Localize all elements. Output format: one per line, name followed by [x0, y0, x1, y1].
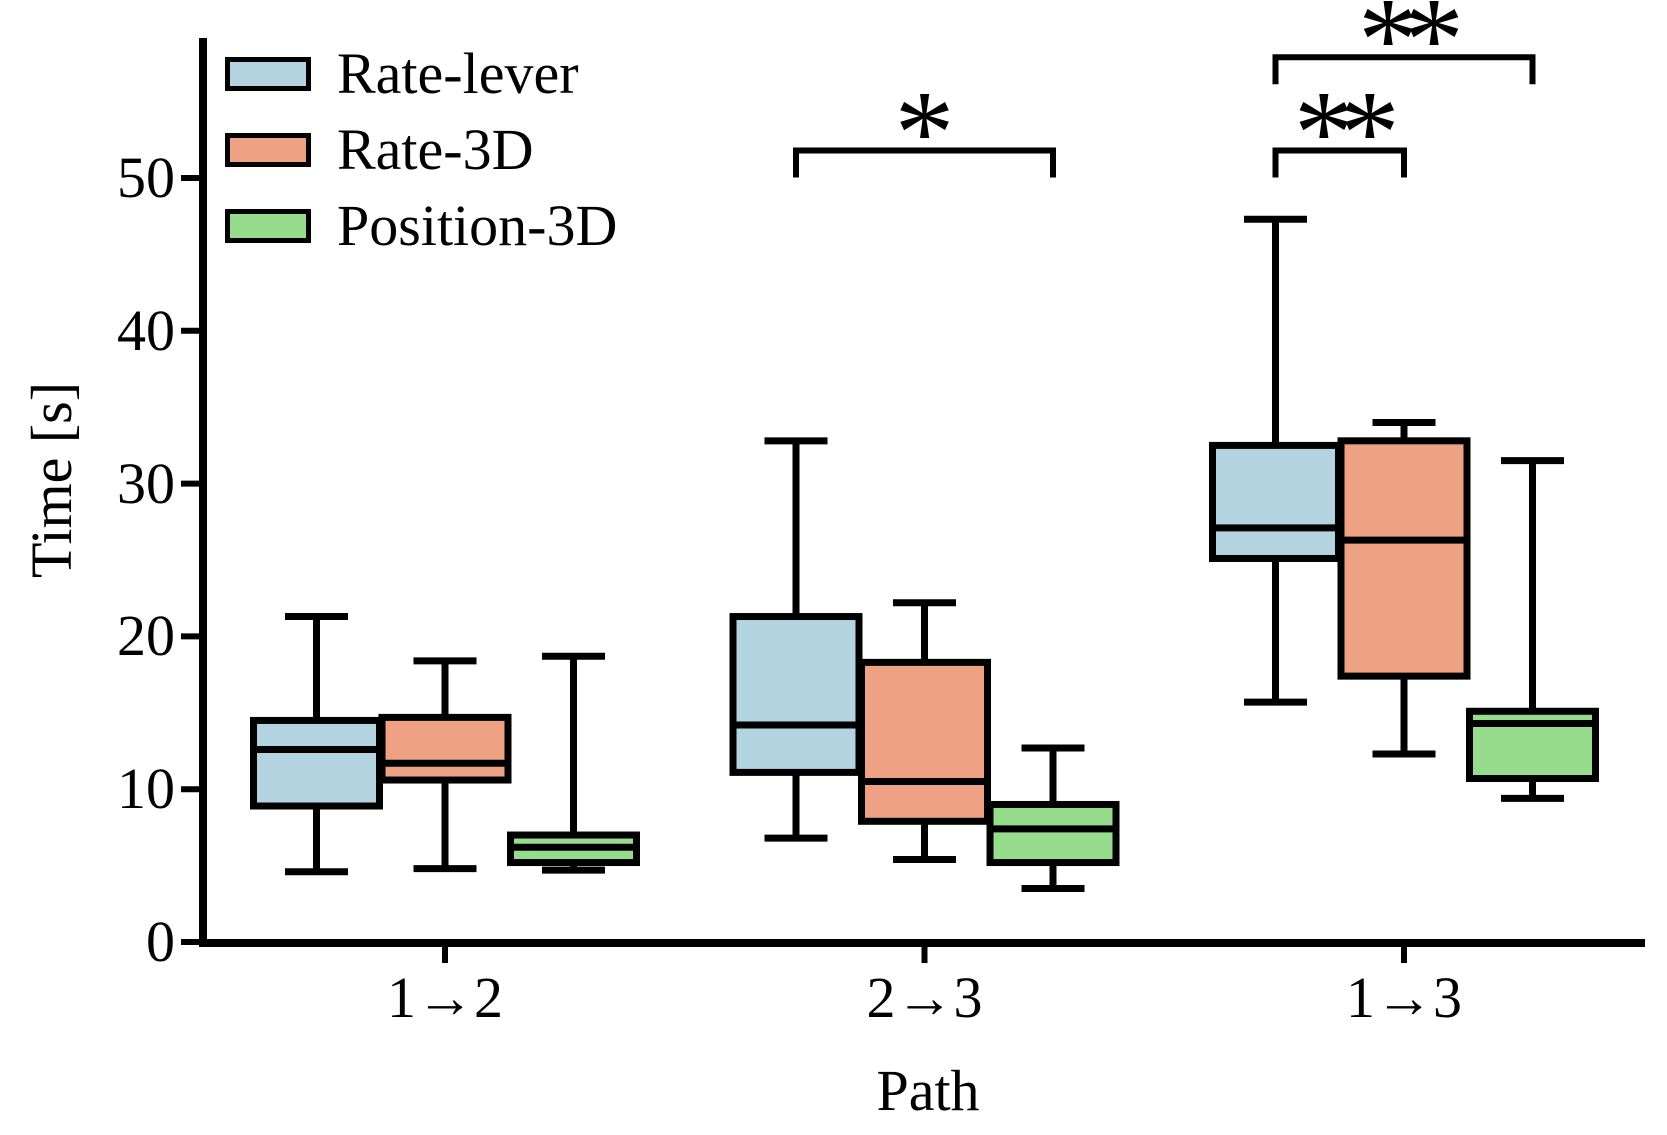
y-tick-label-40: 40: [117, 297, 175, 363]
legend-label-rate-3d: Rate-3D: [337, 117, 534, 182]
x-tick-label-2: 2→3: [866, 965, 983, 1030]
box-rate-3d-3-iqr: [1337, 437, 1471, 680]
box-rate-lever-3-iqr: [1209, 441, 1342, 562]
legend-swatch-rate-3d: [225, 133, 311, 167]
legend-item-position-3d: Position-3D: [225, 188, 617, 264]
y-tick-label-30: 30: [117, 450, 175, 516]
x-tick-label-3: 1→3: [1346, 965, 1462, 1030]
box-rate-lever-1-iqr: [250, 716, 383, 810]
box-position-3d-2-iqr: [986, 800, 1120, 867]
significance-bracket-1: [793, 147, 1056, 178]
significance-stars-3: **: [1358, 0, 1459, 105]
legend-swatch-position-3d: [225, 209, 311, 243]
box-rate-3d-1-iqr: [378, 713, 512, 784]
significance-bracket-2: [1272, 147, 1407, 178]
legend-item-rate-3d: Rate-3D: [225, 112, 617, 188]
y-tick-label-10: 10: [117, 756, 175, 822]
legend-swatch-rate-lever: [225, 57, 311, 91]
x-axis-label: Path: [876, 1058, 980, 1123]
box-rate-lever-2-iqr: [729, 613, 863, 776]
legend-label-position-3d: Position-3D: [337, 193, 618, 258]
significance-bracket-3: [1272, 54, 1536, 85]
legend-item-rate-lever: Rate-lever: [225, 36, 617, 112]
y-tick-label-50: 50: [117, 145, 175, 210]
x-tick-label-1: 1→2: [387, 965, 503, 1030]
y-tick-label-0: 0: [146, 909, 175, 974]
y-tick-label-20: 20: [117, 603, 175, 669]
legend-label-rate-lever: Rate-lever: [337, 41, 579, 106]
legend: Rate-lever Rate-3D Position-3D: [225, 36, 617, 264]
significance-stars-1: *: [895, 65, 955, 198]
box-rate-3d-2-iqr: [858, 658, 991, 825]
